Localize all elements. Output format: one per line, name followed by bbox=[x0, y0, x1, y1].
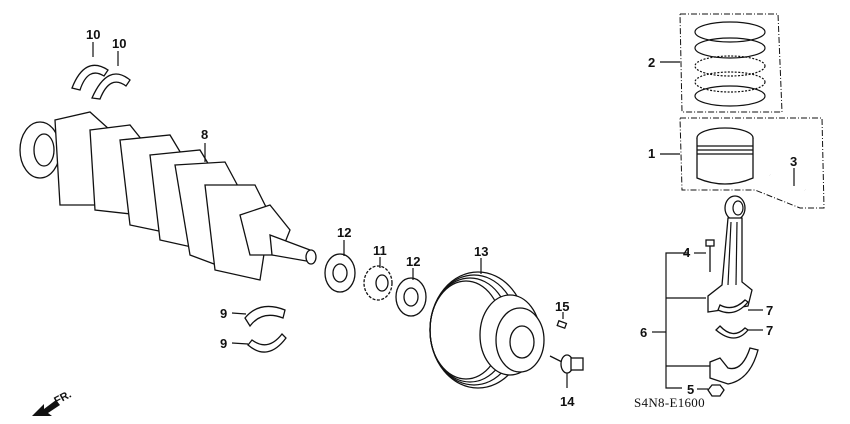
callout-3[interactable]: 3 bbox=[790, 154, 798, 169]
woodruff-key-icon[interactable] bbox=[556, 312, 568, 330]
rod-bearing-icon[interactable] bbox=[715, 299, 763, 339]
guide-plate-icon[interactable] bbox=[324, 240, 356, 293]
callout-12-left[interactable]: 12 bbox=[337, 225, 352, 240]
callout-4[interactable]: 4 bbox=[683, 245, 691, 260]
callout-9-upper[interactable]: 9 bbox=[220, 306, 228, 321]
guide-plate-icon[interactable] bbox=[395, 268, 427, 317]
callout-7-lower[interactable]: 7 bbox=[766, 323, 774, 338]
piston-ring-set-icon[interactable] bbox=[660, 13, 783, 113]
piston-pin-icon[interactable] bbox=[768, 168, 807, 194]
assembly-bracket bbox=[652, 252, 710, 390]
callout-10-left[interactable]: 10 bbox=[86, 27, 101, 42]
crankshaft-icon[interactable] bbox=[19, 111, 317, 281]
piston-icon[interactable] bbox=[660, 117, 825, 209]
connecting-rod-icon[interactable] bbox=[705, 195, 753, 313]
callout-8[interactable]: 8 bbox=[201, 127, 209, 142]
callout-12-right[interactable]: 12 bbox=[406, 254, 421, 269]
callout-1[interactable]: 1 bbox=[648, 146, 656, 161]
callout-11[interactable]: 11 bbox=[373, 243, 387, 258]
callout-5[interactable]: 5 bbox=[687, 382, 695, 397]
diagram-code: S4N8-E1600 bbox=[634, 395, 705, 410]
pulley-bolt-icon[interactable] bbox=[549, 354, 584, 388]
crankshaft-pulley-icon[interactable] bbox=[429, 258, 545, 389]
callout-10-right[interactable]: 10 bbox=[112, 36, 127, 51]
thrust-washer-icon[interactable] bbox=[71, 42, 131, 100]
callout-13[interactable]: 13 bbox=[474, 244, 489, 259]
callout-14[interactable]: 14 bbox=[560, 394, 575, 409]
rod-nut-icon[interactable] bbox=[707, 384, 725, 397]
crankshaft-sprocket-icon[interactable] bbox=[363, 257, 393, 301]
front-direction-arrow-icon bbox=[32, 400, 60, 416]
callout-2[interactable]: 2 bbox=[648, 55, 656, 70]
callout-6[interactable]: 6 bbox=[640, 325, 648, 340]
callout-15[interactable]: 15 bbox=[555, 299, 570, 314]
rod-cap-icon[interactable] bbox=[709, 347, 759, 385]
callout-9-lower[interactable]: 9 bbox=[220, 336, 228, 351]
callout-7-upper[interactable]: 7 bbox=[766, 303, 774, 318]
main-bearing-icon[interactable] bbox=[231, 305, 287, 353]
